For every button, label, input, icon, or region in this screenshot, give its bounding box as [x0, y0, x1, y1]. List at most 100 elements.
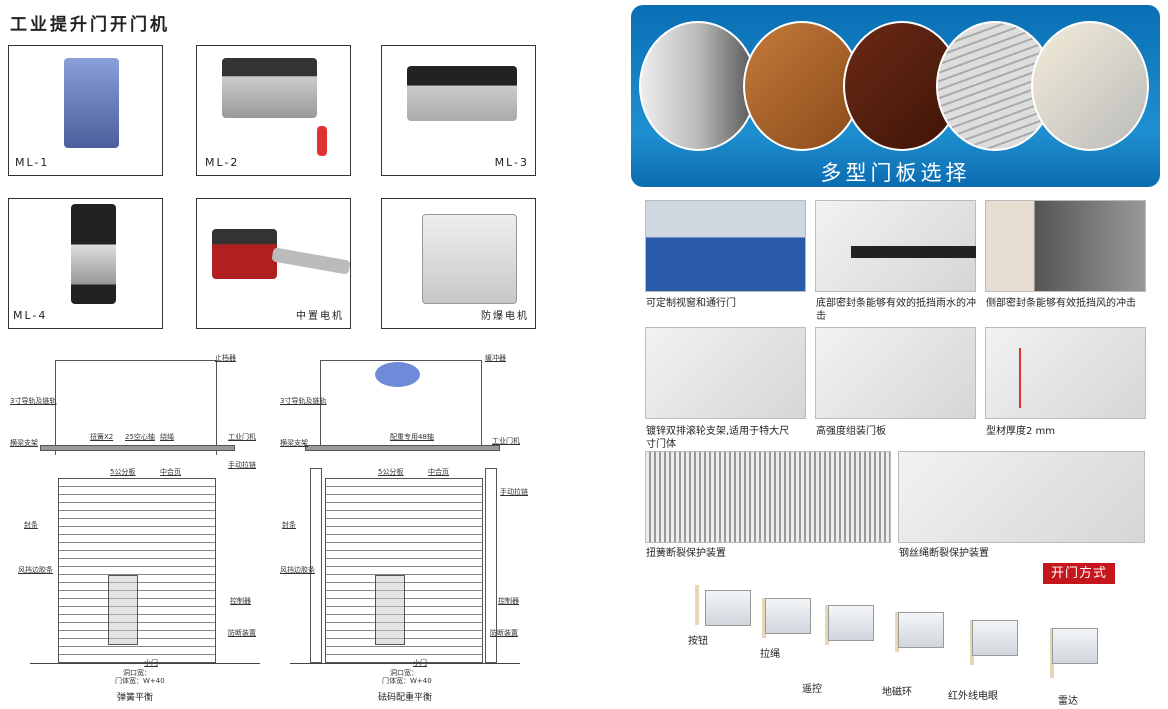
drawing-label: 手动拉链 [228, 461, 256, 469]
wicket-door [108, 575, 138, 645]
rail-image [271, 247, 351, 275]
drawing-spring-balance: 止档器 3寸导轨及链轨 横梁支架 扭簧X2 25空心轴 绕绳 工业门机 5公分板… [10, 350, 260, 705]
door-width-label: 门体宽：W+40 [382, 677, 432, 685]
product-label: 防爆电机 [481, 311, 529, 322]
drawing-label: 中合页 [428, 468, 449, 476]
drawing-label: 中合页 [160, 468, 181, 476]
feature-photo-bottom-seal [815, 200, 976, 292]
door-width-label: 门体宽：W+40 [115, 677, 165, 685]
banner-title: 多型门板选择 [820, 161, 971, 185]
product-card-center-motor: 中置电机 [196, 198, 351, 329]
opening-method-label: 红外线电眼 [948, 691, 998, 702]
door-remote [828, 605, 874, 641]
drawing-caption: 弹簧平衡 [116, 693, 153, 703]
drawing-label: 横梁支架 [280, 439, 308, 447]
product-card-explosion-proof-motor: 防爆电机 [381, 198, 536, 329]
drawing-label: 小门 [413, 659, 427, 667]
drawing-label: 扭簧X2 [90, 433, 114, 441]
motor-image [64, 58, 119, 148]
drawing-label: 5公分板 [378, 468, 404, 476]
drawing-label: 3寸导轨及链轨 [10, 397, 57, 405]
door-panel [58, 478, 216, 663]
chain-handle-icon [317, 126, 327, 156]
panel-sample-hardware [1031, 21, 1149, 151]
drawing-label: 配重专用48轴 [390, 433, 434, 441]
drawing-label: 控制器 [498, 597, 519, 605]
drawing-counterweight-balance: 缓冲器 3寸导轨及链轨 横梁支架 配重专用48轴 工业门机 5公分板 中合页 手… [280, 350, 530, 705]
product-label: ML-3 [494, 156, 529, 169]
drawing-label: 横梁支架 [10, 439, 38, 447]
feature-photo-profile-thickness [985, 327, 1146, 419]
motor-inset-image [375, 362, 420, 387]
drawing-label: 防断装置 [228, 629, 256, 637]
product-label: ML-2 [205, 156, 240, 169]
drawing-label: 3寸导轨及链轨 [280, 397, 327, 405]
product-label: ML-1 [15, 156, 50, 169]
opening-methods-badge: 开门方式 [1043, 563, 1115, 584]
door-magnetic-loop [898, 612, 944, 648]
feature-caption: 扭簧断裂保护装置 [646, 548, 726, 559]
drawing-label: 控制器 [230, 597, 251, 605]
door-push-button [705, 590, 751, 626]
product-label: ML-4 [13, 309, 48, 322]
feature-photo-panel-assembly [815, 327, 976, 419]
feature-photo-side-seal [985, 200, 1146, 292]
feature-photo-roller-bracket [645, 327, 806, 419]
frame-top [320, 360, 482, 445]
drawing-label: 绕绳 [160, 433, 174, 441]
drawing-label: 小门 [144, 659, 158, 667]
opening-method-label: 地磁环 [882, 687, 912, 698]
width-label: 洞口宽： [123, 669, 151, 677]
width-label: 洞口宽： [390, 669, 418, 677]
opening-method-label: 拉绳 [760, 649, 780, 660]
door-radar [1052, 628, 1098, 664]
door-pull-rope [765, 598, 811, 634]
motor-image [422, 214, 517, 304]
feature-caption: 型材厚度2 mm [986, 426, 1056, 437]
feature-caption: 底部密封条能够有效的抵挡雨水的冲击 [816, 298, 976, 322]
counterweight-right [485, 468, 497, 663]
opening-method-label: 雷达 [1058, 696, 1078, 707]
drawing-caption: 砝码配重平衡 [377, 693, 432, 703]
shaft [305, 445, 500, 451]
drawing-label: 工业门机 [492, 437, 520, 445]
product-card-ml1: ML-1 [8, 45, 163, 176]
motor-image [71, 204, 116, 304]
feature-caption: 高强度组装门板 [816, 426, 886, 437]
feature-photo-windows [645, 200, 806, 292]
opening-method-label: 遥控 [802, 684, 822, 695]
drawing-label: 手动拉链 [500, 488, 528, 496]
feature-caption: 镀锌双排滚轮支架,适用于特大尺寸门体 [646, 426, 790, 450]
door-infrared [972, 620, 1018, 656]
motor-image [212, 229, 277, 279]
feature-photo-cable-protection [898, 451, 1145, 543]
panel-sample-white [639, 21, 757, 151]
drawing-label: 风挡边胶条 [280, 566, 315, 574]
product-card-ml4: ML-4 [8, 198, 163, 329]
counterweight-left [310, 468, 322, 663]
frame-top [55, 360, 217, 455]
feature-caption: 侧部密封条能够有效抵挡风的冲击 [986, 298, 1136, 309]
feature-photo-spring-protection [645, 451, 891, 543]
drawing-label: 5公分板 [110, 468, 136, 476]
product-label: 中置电机 [296, 311, 344, 322]
drawing-label: 工业门机 [228, 433, 256, 441]
feature-caption: 可定制视窗和通行门 [646, 298, 736, 309]
drawing-label: 封条 [24, 521, 38, 529]
drawing-label: 止档器 [215, 354, 236, 362]
shaft [40, 445, 235, 451]
product-card-ml3: ML-3 [381, 45, 536, 176]
drawing-label: 25空心轴 [125, 433, 155, 441]
drawing-label: 风挡边胶条 [18, 566, 53, 574]
feature-caption: 钢丝绳断裂保护装置 [899, 548, 989, 559]
drawing-label: 防断装置 [490, 629, 518, 637]
product-card-ml2: ML-2 [196, 45, 351, 176]
panel-options-banner: 多型门板选择 [631, 5, 1160, 187]
wicket-door [375, 575, 405, 645]
opening-method-label: 按钮 [688, 636, 708, 647]
drawing-label: 封条 [282, 521, 296, 529]
drawing-label: 缓冲器 [485, 354, 506, 362]
motor-image [222, 58, 317, 118]
page-title: 工业提升门开门机 [10, 15, 170, 35]
motor-image [407, 66, 517, 121]
